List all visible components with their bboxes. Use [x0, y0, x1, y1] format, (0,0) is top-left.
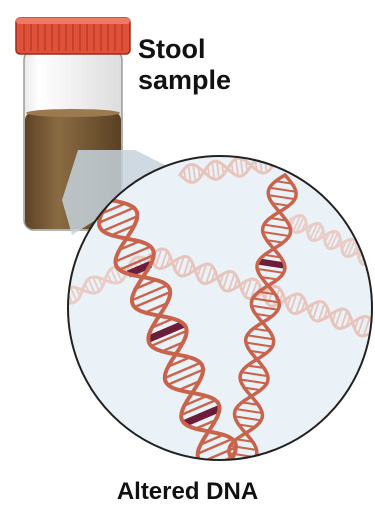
stool-sample-label: Stool sample [138, 34, 258, 96]
altered-dna-label: Altered DNA [0, 478, 375, 506]
